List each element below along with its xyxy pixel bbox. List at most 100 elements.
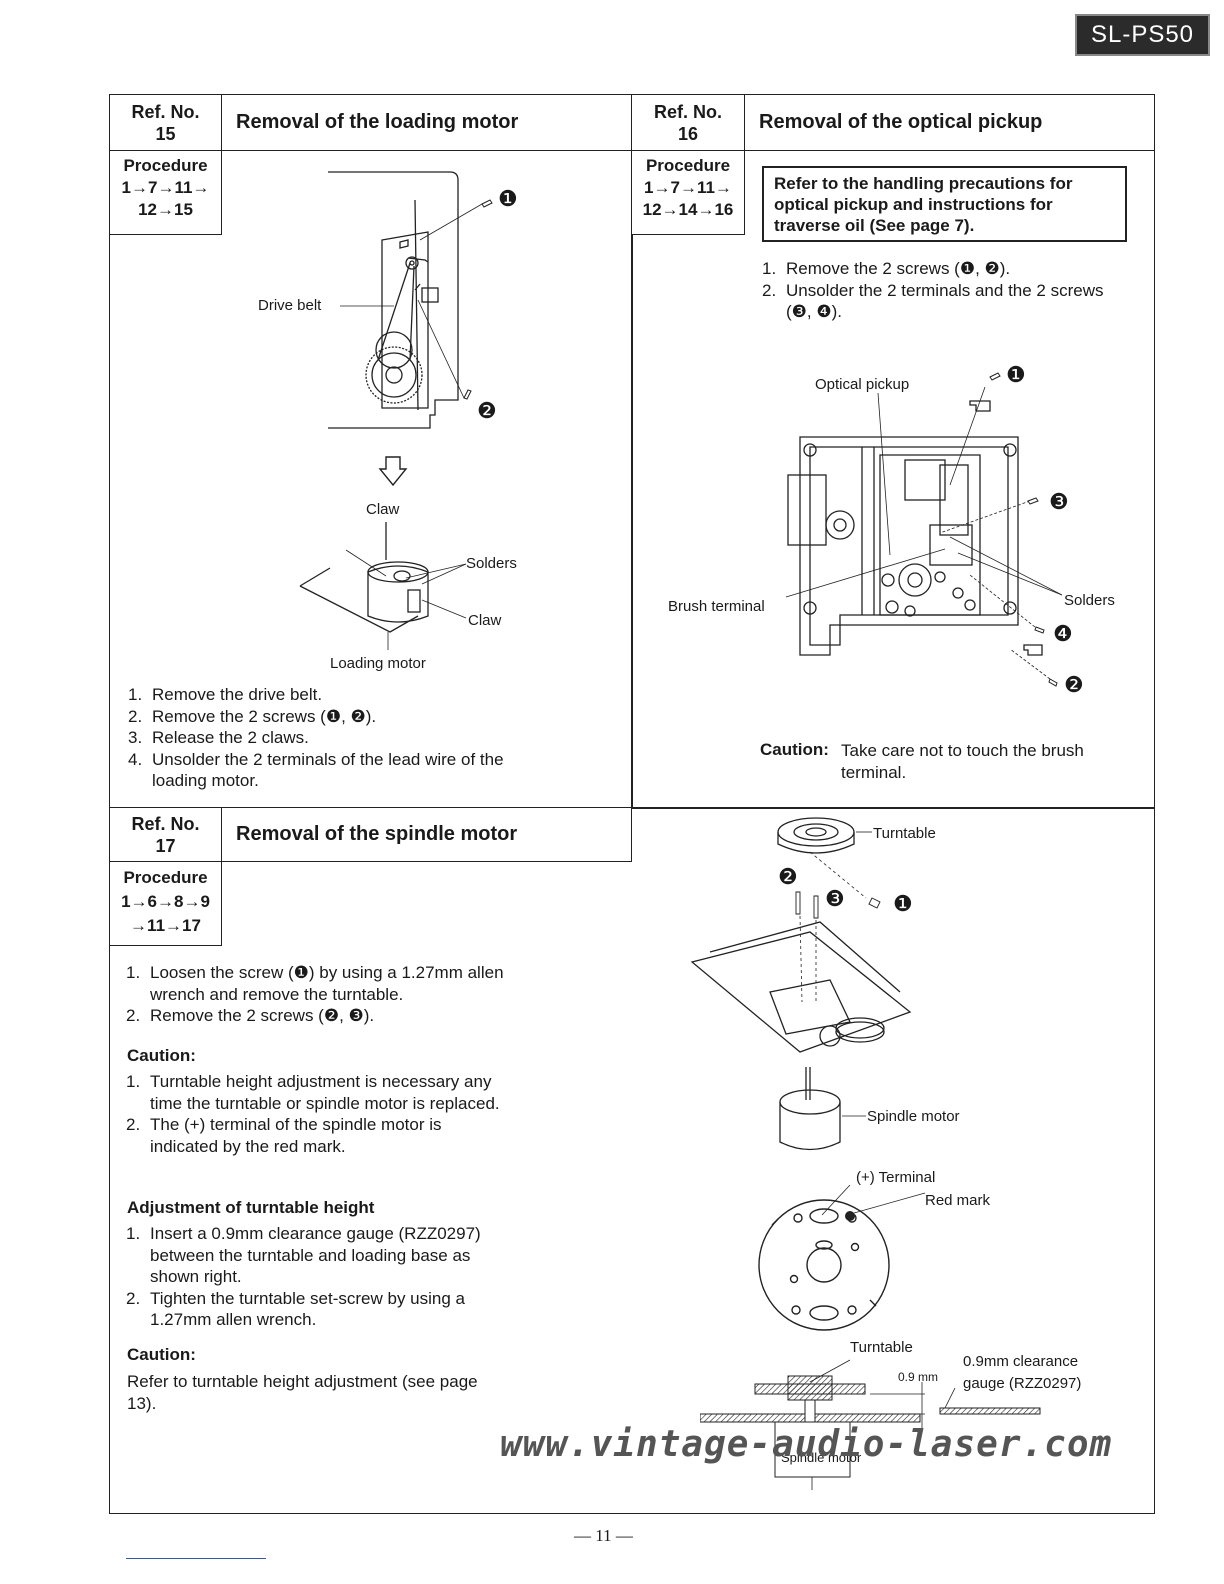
step-item: 1. Turntable height adjustment is necessa… xyxy=(126,1071,506,1114)
plus-terminal-label: (+) Terminal xyxy=(856,1169,936,1186)
adjust-steps: 1. Insert a 0.9mm clearance gauge (RZZ029… xyxy=(126,1223,511,1331)
clearance-label: 0.9mm clearance xyxy=(963,1353,1079,1370)
turntable-label: Turntable xyxy=(873,825,936,842)
procedure-line: 1→7→11→ xyxy=(644,178,732,197)
screw-marker-2-16: ❷ xyxy=(1064,672,1084,697)
procedure-17: Procedure 1→6→8→9 →11→17 xyxy=(109,861,222,946)
step-item: 1. Remove the 2 screws (❶, ❷). xyxy=(762,258,1132,280)
step-text: Turntable height adjustment is necessary… xyxy=(150,1072,500,1113)
screw-marker-3-17: ❸ xyxy=(825,886,845,911)
screw-marker-2: ❷ xyxy=(477,398,497,423)
step-number: 2. xyxy=(126,1288,141,1308)
solders-label-16: Solders xyxy=(1064,592,1115,609)
steps-16: 1. Remove the 2 screws (❶, ❷). 2. Unsolder… xyxy=(762,258,1132,323)
claw-label-top: Claw xyxy=(366,501,400,518)
step-number: 2. xyxy=(126,1115,141,1134)
steps-17: 1. Loosen the screw (❶) by using a 1.27mm… xyxy=(126,962,506,1027)
screw-marker-1-17: ❶ xyxy=(893,891,913,916)
ref-number: 17 xyxy=(155,835,176,856)
ref-no-15: Ref. No. 15 xyxy=(109,94,222,151)
step-item: 1.Remove the drive belt. xyxy=(128,684,528,706)
ref-number: 16 xyxy=(677,123,699,144)
optical-pickup-diagram xyxy=(785,372,1063,687)
step-item: 3. Release the 2 claws. xyxy=(128,727,528,749)
step-item: 2. The (+) terminal of the spindle motor … xyxy=(126,1114,506,1157)
caution-label-17: Caution: xyxy=(127,1046,196,1065)
procedure-line: 12→15 xyxy=(138,200,193,219)
ref-no-16: Ref. No. 16 xyxy=(631,94,745,151)
spindle-motor-label-2: Spindle motor xyxy=(781,1450,862,1465)
step-text: Remove the drive belt. xyxy=(152,685,323,704)
step-item: 2. Remove the 2 screws (❷, ❸). xyxy=(126,1005,506,1027)
loading-motor-diagram xyxy=(299,522,467,650)
step-number: 1. xyxy=(126,963,141,982)
ref-number: 15 xyxy=(155,123,176,144)
step-item: 4. Unsolder the 2 terminals of the lead w… xyxy=(128,749,528,792)
procedure-16: Procedure 1→7→11→ 12→14→16 xyxy=(631,150,745,235)
section-title-17: Removal of the spindle motor xyxy=(221,807,632,862)
step-number: 1. xyxy=(762,259,777,278)
step-item: 2. Tighten the turntable set-screw by usi… xyxy=(126,1288,511,1331)
step-text: The (+) terminal of the spindle motor is… xyxy=(150,1115,442,1156)
step-text: Unsolder the 2 terminals of the lead wir… xyxy=(152,749,504,791)
turntable-label-2: Turntable xyxy=(850,1339,913,1356)
step-number: 2. xyxy=(126,1006,141,1025)
procedure-label: Procedure xyxy=(645,156,731,175)
screw-marker-4-16: ❹ xyxy=(1053,621,1073,646)
gap-label: 0.9 mm xyxy=(898,1370,939,1384)
adjust-heading: Adjustment of turntable height xyxy=(127,1198,375,1217)
footnote-rule xyxy=(126,1558,266,1559)
procedure-label: Procedure xyxy=(123,868,208,887)
screw-marker-3-16: ❸ xyxy=(1049,489,1069,514)
procedure-line: 12→14→16 xyxy=(642,200,734,219)
step-number: 4. xyxy=(128,749,143,769)
step-item: 1. Insert a 0.9mm clearance gauge (RZZ029… xyxy=(126,1223,511,1288)
screw-marker-2-17: ❷ xyxy=(778,864,798,889)
step-text: Insert a 0.9mm clearance gauge (RZZ0297)… xyxy=(150,1224,481,1286)
caution-label-17b: Caution: xyxy=(127,1345,196,1364)
ref-label: Ref. No. xyxy=(131,813,200,834)
step-number: 2. xyxy=(128,706,143,726)
screw-marker-1-16: ❶ xyxy=(1006,362,1026,387)
caution-steps-17: 1. Turntable height adjustment is necessa… xyxy=(126,1071,506,1157)
gauge-label: gauge (RZZ0297) xyxy=(963,1375,1082,1392)
loading-motor-assembly-diagram xyxy=(328,171,493,429)
step-text: Tighten the turntable set-screw by using… xyxy=(150,1288,465,1330)
column-divider xyxy=(631,94,633,808)
ref-no-17: Ref. No. 17 xyxy=(109,807,222,862)
step-text: Loosen the screw (❶) by using a 1.27mm a… xyxy=(150,963,504,1004)
step-item: 1. Loosen the screw (❶) by using a 1.27mm… xyxy=(126,962,506,1005)
step-number: 2. xyxy=(762,280,777,300)
drive-belt-label: Drive belt xyxy=(258,297,322,314)
procedure-line: 1→6→8→9 xyxy=(121,892,210,911)
steps-15: 1.Remove the drive belt. 2. Remove the 2 … xyxy=(128,684,528,792)
step-item: 2. Unsolder the 2 terminals and the 2 scr… xyxy=(762,280,1132,323)
claw-label-bottom: Claw xyxy=(468,612,502,629)
step-number: 3. xyxy=(128,728,143,747)
step-text: Remove the 2 screws (❶, ❷). xyxy=(786,259,1011,278)
optical-pickup-label: Optical pickup xyxy=(815,376,910,393)
solders-label: Solders xyxy=(466,555,517,572)
red-mark-dot xyxy=(845,1211,855,1221)
down-arrow-icon xyxy=(378,456,408,487)
step-number: 1. xyxy=(126,1224,141,1243)
spindle-motor-label: Spindle motor xyxy=(867,1108,960,1125)
step-text: Remove the 2 screws (❷, ❸). xyxy=(150,1006,375,1025)
step-text: Release the 2 claws. xyxy=(152,728,309,747)
model-tag: SL-PS50 xyxy=(1075,14,1210,56)
red-mark-label: Red mark xyxy=(925,1192,991,1209)
watermark: www.vintage-audio-laser.com xyxy=(500,1424,1113,1465)
procedure-label: Procedure xyxy=(123,156,208,175)
step-text: Unsolder the 2 terminals and the 2 screw… xyxy=(786,280,1104,322)
section-title-15: Removal of the loading motor xyxy=(221,94,632,151)
ref-label: Ref. No. xyxy=(131,101,200,122)
loading-motor-label: Loading motor xyxy=(330,655,426,672)
step-text: Remove the 2 screws (❶, ❷). xyxy=(152,706,377,726)
step-item: 2. Remove the 2 screws (❶, ❷). xyxy=(128,706,528,728)
page-number: — 11 — xyxy=(574,1526,633,1545)
procedure-line: →11→17 xyxy=(130,916,201,935)
motor-bottom-view-diagram xyxy=(758,1185,926,1331)
caution-text-17b: Refer to turntable height adjustment (se… xyxy=(127,1372,478,1413)
step-number: 1. xyxy=(126,1072,141,1091)
procedure-15: Procedure 1→7→11→ 12→15 xyxy=(109,150,222,235)
